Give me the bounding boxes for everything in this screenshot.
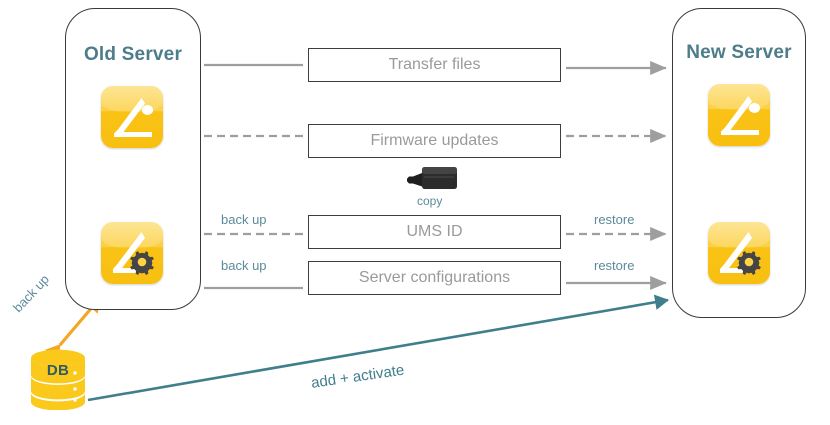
igel-app-config-icon-new-server [708,222,770,284]
igel-app-config-icon-old-server [101,222,163,284]
igel-logo-gear-glyph [113,232,154,275]
topic-box-firmware-updates[interactable]: Firmware updates [308,124,561,158]
add-activate-arrow [87,294,670,402]
database-cylinder-icon [31,349,85,410]
igel-logo-glyph [114,98,154,137]
caption-add-activate: add + activate [310,361,406,392]
topic-box-transfer-files[interactable]: Transfer files [308,48,561,82]
caption-restore-server-configurations: restore [594,258,635,273]
new-server-title: New Server [686,42,792,63]
caption-restore-ums-id: restore [594,212,635,227]
igel-app-icon-old-server [101,86,163,148]
igel-logo-gear-glyph [720,232,761,275]
igel-app-icon-new-server [708,84,770,146]
caption-backup-server-configurations: back up [221,258,267,273]
usb-stick-icon [407,167,457,189]
caption-backup-ums-id: back up [221,212,267,227]
icon-gloss [101,86,163,113]
igel-logo-glyph [721,96,761,135]
gear-icon [737,251,761,275]
caption-backup-database: back up [10,271,53,316]
icon-gloss [101,222,163,249]
topic-box-server-configurations[interactable]: Server configurations [308,261,561,295]
usb-copy-caption: copy [417,194,443,208]
icon-gloss [708,222,770,249]
icon-gloss [708,84,770,111]
topic-box-ums-id[interactable]: UMS ID [308,215,561,249]
database-label: DB [46,362,70,379]
old-server-title: Old Server [83,44,183,65]
gear-icon [130,251,154,275]
